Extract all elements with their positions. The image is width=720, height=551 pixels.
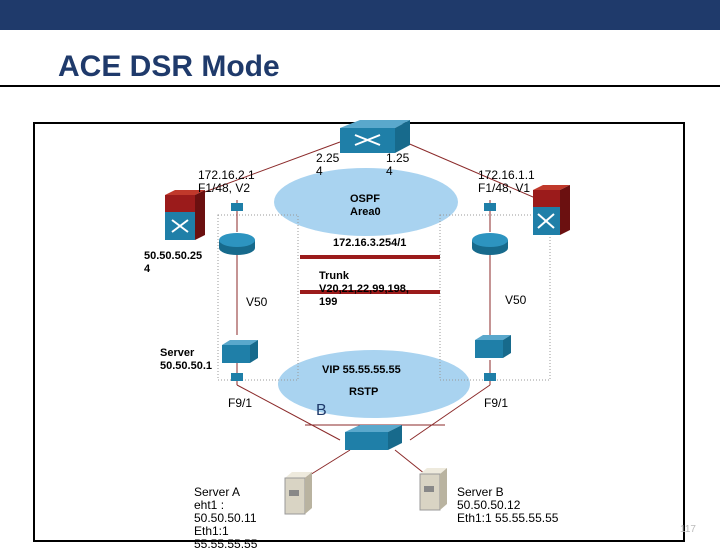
rstp-ellipse: [278, 350, 470, 418]
server-left-label: Server 50.50.50.1: [160, 347, 212, 372]
port-dots: [231, 203, 496, 381]
left-ace-icon: [222, 340, 258, 363]
left-vlan-label: V50: [246, 295, 268, 309]
server-b-label: Server B 50.50.50.12 Eth1:1 55.55.55.55: [457, 485, 559, 525]
vlan-ip-label: 172.16.3.254/1: [333, 237, 407, 249]
top-left-port-label: 2.25 4: [316, 151, 340, 178]
left-port-label: F9/1: [228, 396, 253, 410]
access-switch-icon: [345, 425, 402, 450]
left-switch-label: 172.16.2.1 F1/48, V2: [198, 168, 255, 195]
server-a-label: Server A eht1 : 50.50.50.11 Eth1:1 55.55…: [194, 485, 258, 551]
b-label: B: [316, 402, 327, 419]
left-ip-label: 50.50.50.25 4: [144, 250, 203, 275]
core-switch-icon: [340, 120, 410, 153]
server-a-icon: [284, 472, 312, 515]
right-ace-icon: [475, 335, 511, 358]
top-right-port-label: 1.25 4: [386, 151, 410, 178]
left-router-icon: [219, 233, 255, 255]
page-number: 117: [680, 524, 696, 535]
top-bar: [0, 0, 720, 30]
ospf-ellipse: [274, 168, 458, 236]
slide-title: ACE DSR Mode: [58, 50, 280, 83]
title-rule: [0, 85, 720, 87]
right-router-icon: [472, 233, 508, 255]
server-b-icon: [419, 468, 447, 511]
links: [182, 141, 541, 441]
right-switch-label: 172.16.1.1 F1/48, V1: [478, 168, 535, 195]
left-red-switch-icon: [165, 190, 205, 240]
right-red-switch-icon: [533, 185, 570, 235]
server-links: [304, 449, 431, 479]
trunk-label: Trunk V20,21,22,99,198, 199: [319, 270, 409, 308]
ospf-label: OSPF Area0: [350, 193, 381, 218]
trunk-lines: [300, 255, 440, 294]
right-vlan-label: V50: [505, 293, 527, 307]
rstp-label: RSTP: [349, 386, 379, 398]
left-dotted-box: [217, 214, 299, 381]
vip-label: VIP 55.55.55.55: [322, 364, 401, 376]
right-port-label: F9/1: [484, 396, 509, 410]
